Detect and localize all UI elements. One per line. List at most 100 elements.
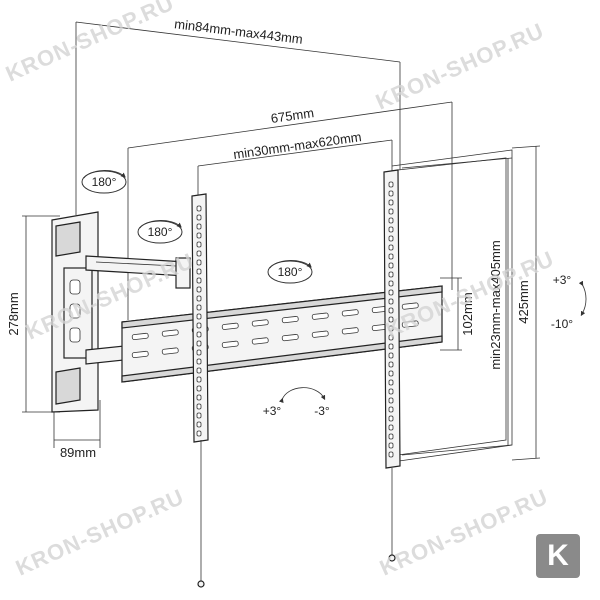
total-height-label: 425mm [516, 280, 531, 323]
rail-slot [131, 350, 149, 359]
tilt-up-label: +3° [553, 273, 572, 287]
swivel-badge-2: 180° [137, 220, 183, 244]
bracket-hole [388, 262, 394, 269]
bracket-hole [196, 367, 202, 374]
logo-letter: K [547, 539, 569, 572]
swivel-angle-2: 180° [148, 225, 173, 239]
bracket-hole [196, 313, 202, 320]
bracket-hole [196, 358, 202, 365]
bracket-hole [388, 442, 394, 449]
bracket-hole [388, 253, 394, 260]
swing-arms [85, 255, 191, 365]
bracket-hole [388, 325, 394, 332]
bracket-hole [388, 406, 394, 413]
bracket-hole [196, 295, 202, 302]
kron-logo: K [536, 534, 580, 578]
watermark-2: KRON-SHOP.RU [372, 18, 548, 115]
bracket-hole [196, 349, 202, 356]
tilt-indicator: +3° -10° [551, 273, 587, 331]
bracket-hole [388, 388, 394, 395]
bracket-hole [388, 226, 394, 233]
bracket-hole [196, 214, 202, 221]
bracket-hole [388, 289, 394, 296]
bracket-hole [196, 394, 202, 401]
bracket-hole [196, 412, 202, 419]
bracket-hole [196, 259, 202, 266]
bracket-hole [388, 415, 394, 422]
total-height-dimension: 425mm [511, 145, 541, 461]
bracket-hole [196, 277, 202, 284]
bracket-hole [196, 322, 202, 329]
bracket-hole [388, 271, 394, 278]
swivel-badge-1: 180° [81, 170, 127, 194]
bracket-hole [196, 286, 202, 293]
bracket-hole [388, 217, 394, 224]
bracket-hole [196, 376, 202, 383]
bracket-hole [388, 208, 394, 215]
watermark-6: KRON-SHOP.RU [376, 484, 552, 581]
vesa-vertical-dimension: min23mm-max405mm [401, 157, 513, 456]
bracket-hole [388, 199, 394, 206]
swivel-angle-1: 180° [92, 175, 117, 189]
rail-height-dimension: 102mm [440, 277, 475, 351]
rail-slot [341, 327, 359, 335]
wall-plate-depth-dimension: 89mm [53, 400, 101, 460]
wall-plate-height-label: 278mm [6, 292, 21, 335]
rail-slot [311, 312, 329, 320]
vesa-vertical-label: min23mm-max405mm [488, 240, 503, 369]
rail-slot [251, 337, 269, 345]
bracket-hole [196, 403, 202, 410]
level-plus-label: +3° [263, 404, 282, 418]
rail-slot [311, 330, 329, 338]
bracket-holes [196, 181, 394, 458]
level-minus-label: -3° [314, 404, 330, 418]
rail-height-label: 102mm [460, 292, 475, 335]
bracket-hole [388, 235, 394, 242]
bracket-hole [388, 352, 394, 359]
rail-slot [401, 320, 419, 328]
rail-slots [131, 302, 419, 359]
rail-slot [161, 347, 179, 355]
bracket-hole [388, 424, 394, 431]
bracket-hole [388, 370, 394, 377]
frame-outline [391, 149, 513, 463]
bracket-hole [388, 298, 394, 305]
rail-slot [401, 302, 419, 310]
total-width-dimension: 675mm [127, 101, 453, 320]
bracket-hole [196, 205, 202, 212]
level-indicator: +3° -3° [263, 387, 330, 418]
bracket-hole [388, 334, 394, 341]
watermark-5: KRON-SHOP.RU [12, 484, 188, 581]
bracket-hole [196, 223, 202, 230]
bracket-hole [388, 244, 394, 251]
bracket-hole [196, 268, 202, 275]
bracket-hole [388, 397, 394, 404]
watermark-1: KRON-SHOP.RU [2, 0, 178, 87]
rail-slot [281, 334, 299, 342]
bracket-hole [196, 331, 202, 338]
bracket-hole [388, 343, 394, 350]
swivel-badge-3: 180° [267, 260, 313, 284]
rail-slot [281, 316, 299, 324]
bracket-hole [388, 433, 394, 440]
bracket-hole [196, 304, 202, 311]
bracket-hole [388, 307, 394, 314]
bracket-hole [388, 280, 394, 287]
bracket-hole [196, 250, 202, 257]
bracket-hole [196, 430, 202, 437]
bracket-hole [388, 379, 394, 386]
rail-slot [341, 309, 359, 317]
bracket-hole [388, 181, 394, 188]
total-width-label: 675mm [270, 105, 315, 126]
wall-plate-depth-label: 89mm [60, 445, 96, 460]
rail-slot [161, 329, 179, 337]
rail-slot [221, 340, 239, 348]
vesa-horizontal-label: min30mm-max620mm [232, 129, 362, 162]
bracket-hole [196, 232, 202, 239]
rail-slot [221, 322, 239, 330]
rail-slot [251, 319, 269, 327]
bracket-hole [196, 421, 202, 428]
swivel-angle-3: 180° [278, 265, 303, 279]
bracket-hole [196, 340, 202, 347]
